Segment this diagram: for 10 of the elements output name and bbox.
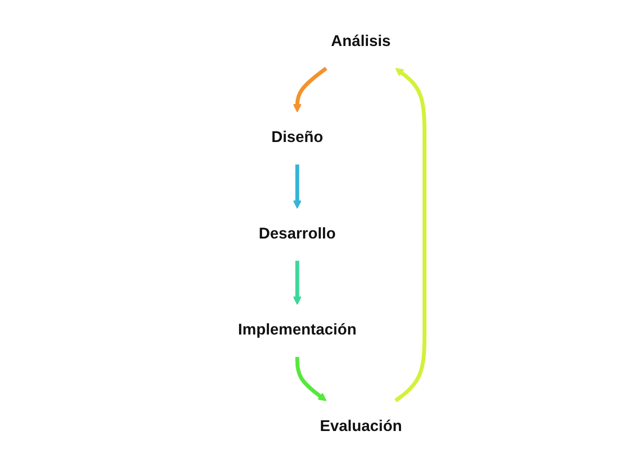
node-text: Desarrollo — [258, 226, 336, 242]
arrow — [295, 356, 327, 402]
arrow — [292, 260, 302, 305]
arrow — [292, 66, 328, 112]
node-text: Implementación — [238, 322, 356, 339]
node-text: Evaluación — [320, 418, 402, 435]
arrow — [394, 68, 426, 402]
arrow — [292, 164, 302, 209]
node-text: Análisis — [331, 33, 391, 50]
node-text: Diseño — [271, 130, 324, 146]
